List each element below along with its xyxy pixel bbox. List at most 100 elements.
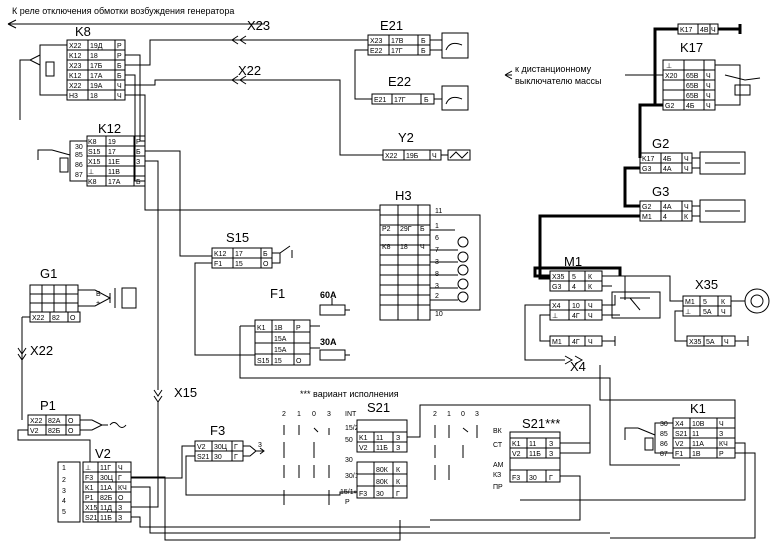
k1-r3c0: F1: [675, 451, 683, 458]
f3-r0c1: 30Ц: [214, 444, 228, 451]
note-remote-switch-1: к дистанционному: [515, 64, 592, 74]
h3-r1c2: Ч: [420, 244, 425, 251]
f3-r0c2: Г: [234, 444, 238, 451]
k1-pin-86: 86: [660, 441, 668, 448]
p1-r1c2: О: [68, 428, 74, 435]
k17-r5c2: Ч: [706, 103, 711, 110]
e21-leads: [430, 39, 442, 51]
p1-r0c2: О: [68, 418, 74, 425]
s21v-connector: [509, 431, 561, 483]
f3-fuse-icon: [243, 445, 265, 457]
f1-r1c1: 15А: [274, 336, 287, 343]
x35-2-c0: X35: [689, 339, 702, 346]
k8-r5c2: Ч: [117, 93, 122, 100]
x35-r0c1: 5: [703, 299, 707, 306]
m1-r1c0: G3: [552, 284, 561, 291]
wire-k1: [520, 365, 756, 539]
f3-r0c0: V2: [197, 444, 206, 451]
s21v-r0c1: 11: [529, 441, 536, 448]
x35-r0c2: К: [721, 299, 726, 306]
m1-starter-icon: [602, 275, 661, 319]
g3-battery-icon: [692, 199, 746, 223]
g1-r0c2: О: [70, 315, 76, 322]
h3-r0c1: 29Г: [400, 226, 412, 233]
wire-m1-x35: [533, 266, 622, 278]
e21-r1c0: E22: [370, 48, 383, 55]
x35-label: X35: [695, 277, 718, 292]
m1-r0c2: К: [588, 274, 593, 281]
v2-r4c2: З: [118, 505, 122, 512]
e22-r0c1: 17Г: [394, 97, 406, 104]
m1-r2c0: X4: [552, 303, 561, 310]
h3-r1c0: K8: [382, 244, 391, 251]
v2-r5c1: 11Б: [100, 515, 112, 522]
wire-x23: [125, 39, 368, 66]
k17-r0c1: 4В: [700, 27, 709, 34]
k1-r1c2: З: [719, 431, 723, 438]
m1-r0c1: 5: [572, 274, 576, 281]
k12-pin-30: 30: [75, 144, 83, 151]
k1-r0c2: Ч: [719, 421, 724, 428]
k17-r2c0: X20: [665, 73, 678, 80]
k8-r1c0: K12: [69, 53, 82, 60]
k12-r0c1: 19: [108, 139, 116, 146]
v2-r0c0: ⊥: [85, 465, 91, 472]
f1-fuse-60: 60А: [320, 290, 337, 300]
m1-r1c2: К: [588, 284, 593, 291]
s21-r0c2: З: [396, 435, 400, 442]
wire-s15-f1: [194, 262, 255, 356]
wire-g1-p1: [17, 316, 30, 420]
g2-r1c2: Ч: [684, 166, 689, 173]
k17-ground-wire: [718, 24, 742, 34]
g1-r0c1: 82: [52, 315, 60, 322]
s21-left-50: 50: [345, 437, 353, 444]
wire-f3-v2: [131, 445, 195, 479]
wire-k8-k12: [125, 54, 145, 142]
s21-r1c1: 11Б: [376, 445, 388, 452]
k1-r3c2: Р: [719, 451, 724, 458]
m1-r2c2: Ч: [588, 303, 593, 310]
wire-k8-h3: [125, 94, 380, 211]
s21v-r0c0: K1: [512, 441, 521, 448]
g3-r0c1: 4А: [663, 204, 672, 211]
h3-pin-11: 11: [435, 208, 442, 215]
f1-fuse-icons: [310, 298, 350, 361]
wire-k12-s15: [145, 150, 212, 257]
s21v-col-2: 2: [433, 411, 437, 418]
h3-pin-3a: 3: [435, 259, 439, 266]
s21-col-1: 1: [297, 411, 301, 418]
g2-r1c1: 4А: [663, 166, 672, 173]
h3-connector: [379, 204, 431, 321]
s21v-r1c1: 11Б: [529, 451, 541, 458]
k1-pin-87: 87: [660, 451, 668, 458]
g3-r1c2: К: [684, 214, 689, 221]
s21v-r3c0: F3: [512, 475, 520, 482]
e21-lamp-icon: [441, 32, 469, 59]
k1-pin-85: 85: [660, 431, 668, 438]
g2-r1c0: G3: [642, 166, 651, 173]
s15-label: S15: [226, 230, 249, 245]
k1-r1c1: 11: [692, 431, 699, 438]
k17-r2c2: Ч: [706, 73, 711, 80]
k1-label: K1: [690, 401, 706, 416]
h3-indicator-panel: [430, 214, 481, 311]
g1-pin-b: В: [96, 291, 101, 298]
f1-connector: [254, 319, 311, 366]
k12-r3c1: 11В: [108, 169, 120, 176]
m1-r3c1: 4Г: [572, 313, 580, 320]
x35-r1c2: Ч: [721, 309, 726, 316]
k1-r1c0: S21: [675, 431, 688, 438]
h3-pin-3b: 3: [435, 283, 439, 290]
p1-label: P1: [40, 398, 56, 413]
k17-main-connector: [662, 59, 716, 111]
g1-body: [29, 284, 137, 314]
h3-r0c2: Б: [420, 226, 425, 233]
s21-left-30: 30: [345, 457, 353, 464]
p1-ac-icon: [80, 419, 127, 431]
k17-r3c1: 65В: [686, 83, 699, 90]
s21v-left-pr: ПР: [493, 484, 503, 491]
wire-x22: [125, 79, 383, 156]
k8-r5c1: 18: [90, 93, 98, 100]
k12-r2c2: З: [136, 159, 140, 166]
